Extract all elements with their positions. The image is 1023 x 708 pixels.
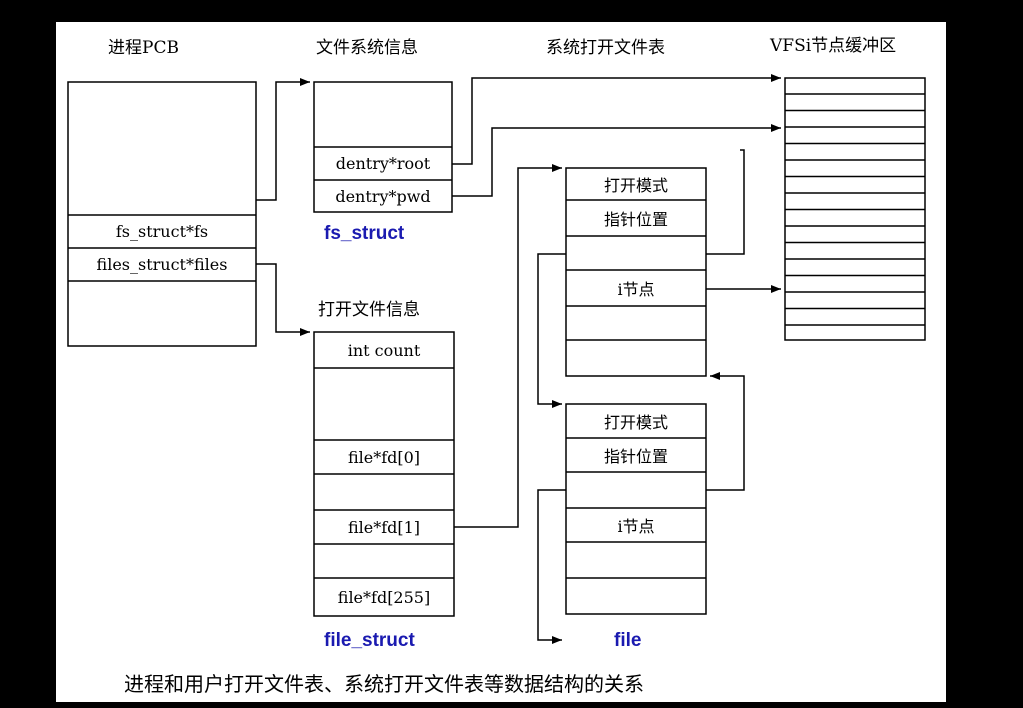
pcb-files-field: files_struct*files (96, 255, 228, 274)
file2-pos: 指针位置 (603, 447, 668, 466)
fs-root-field: dentry*root (335, 154, 431, 173)
file2-inode: i节点 (617, 517, 655, 536)
file1-inode: i节点 (617, 280, 655, 299)
diagram-panel (56, 22, 946, 702)
header-pcb: 进程PCB (108, 38, 179, 58)
fs-struct-label: fs_struct (324, 223, 405, 244)
file-struct-fd1: file*fd[1] (347, 517, 421, 537)
file1-pos: 指针位置 (603, 210, 668, 229)
file-box-2 (565, 403, 707, 615)
header-open-file-info: 打开文件信息 (318, 300, 420, 320)
file2-mode: 打开模式 (603, 413, 668, 432)
file-label: file (614, 630, 642, 651)
file-struct-fd255: file*fd[255] (337, 587, 431, 607)
header-vfs-buffer: VFSi节点缓冲区 (770, 36, 897, 56)
file1-mode: 打开模式 (603, 176, 668, 195)
pcb-box (67, 81, 257, 347)
file-box-1 (565, 167, 707, 377)
fs-pwd-field: dentry*pwd (335, 186, 431, 206)
header-fs-info: 文件系统信息 (316, 38, 418, 58)
file-struct-fd0: file*fd[0] (347, 447, 421, 467)
pcb-fs-field: fs_struct*fs (115, 222, 209, 241)
diagram-caption: 进程和用户打开文件表、系统打开文件表等数据结构的关系 (124, 672, 644, 696)
file-struct-label: file_struct (324, 630, 415, 651)
header-sys-open-table: 系统打开文件表 (546, 38, 665, 58)
file-struct-count: int count (347, 340, 421, 360)
